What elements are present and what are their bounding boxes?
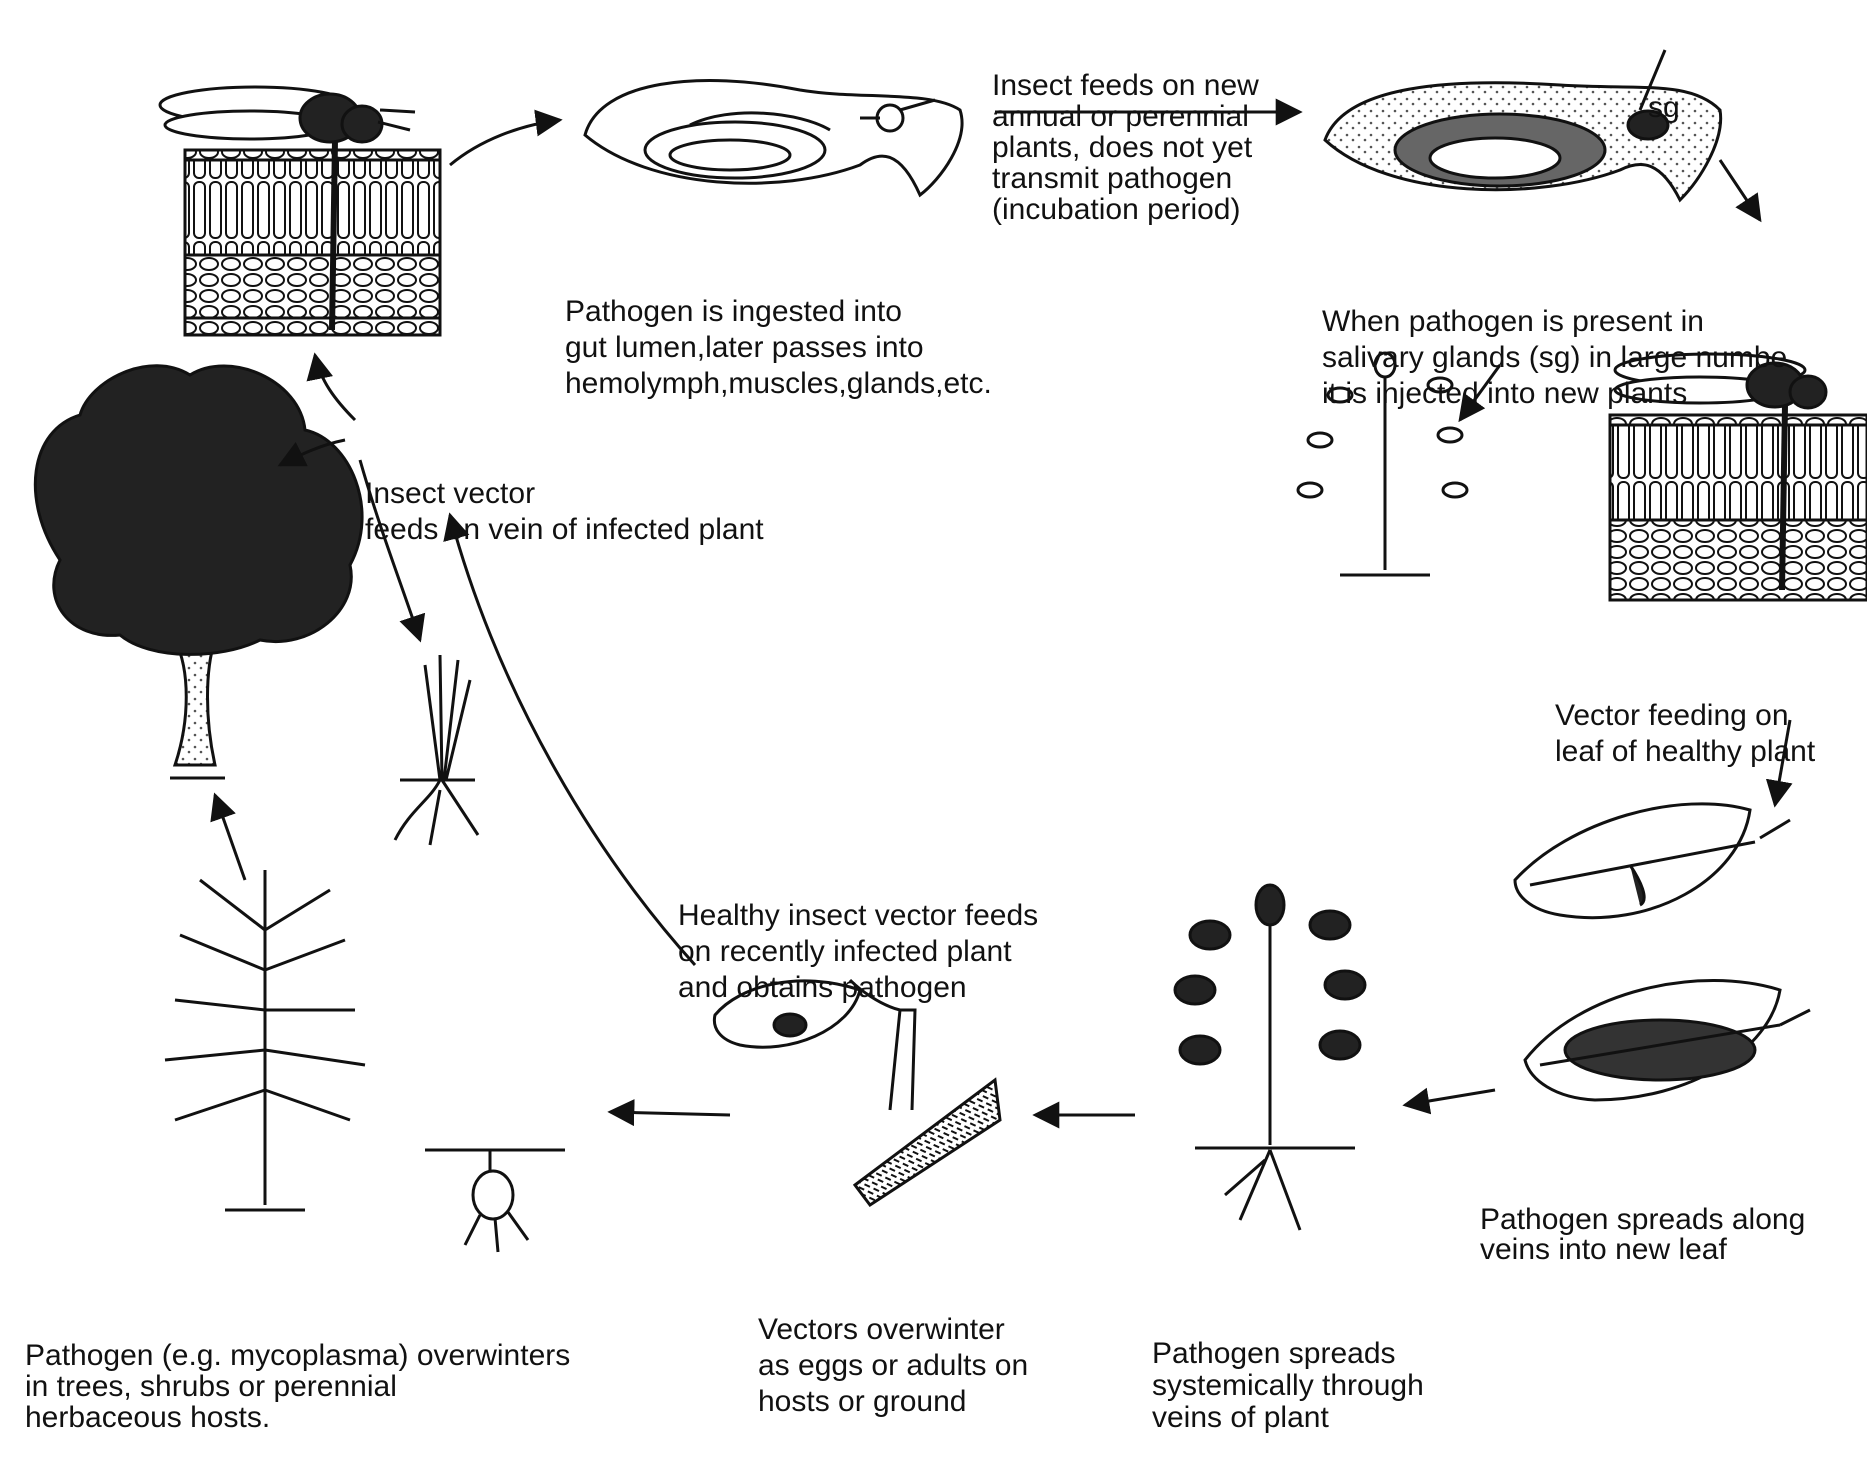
arrow-bare-to-tree xyxy=(215,795,245,880)
label-incubation: Insect feeds on newannual or perennialpl… xyxy=(992,8,1259,256)
leaf-local-infection xyxy=(1515,804,1790,918)
bare-tree xyxy=(165,870,365,1210)
insect-body-section-1 xyxy=(585,80,962,195)
leaf-section-infected xyxy=(185,140,440,335)
herbaceous-host xyxy=(395,655,478,845)
leaf-systemic-infection xyxy=(1525,981,1810,1100)
systemically-infected-plant xyxy=(1175,885,1365,1230)
label-healthy-insect: Healthy insect vector feedson recently i… xyxy=(678,826,1038,1042)
label-overwinter-vectors: Vectors overwinteras eggs or adults onho… xyxy=(758,1240,1028,1456)
label-overwinter-pathogen: Pathogen (e.g. mycoplasma) overwintersin… xyxy=(25,1278,570,1464)
label-salivary: When pathogen is present insalivary glan… xyxy=(1322,232,1787,448)
arrow-leaf-to-gut xyxy=(450,120,560,165)
label-spreads-systemic: Pathogen spreadssystemically throughvein… xyxy=(1152,1274,1424,1466)
label-spreads-leaf: Pathogen spreads alongveins into new lea… xyxy=(1480,1145,1805,1295)
arrow-gland-down xyxy=(1720,160,1760,220)
arrow-to-bare-tree xyxy=(610,1112,730,1115)
label-sg: sg xyxy=(1648,18,1680,162)
arrow-to-systemic-plant xyxy=(1405,1090,1495,1105)
infected-tree xyxy=(35,366,362,778)
label-vector-healthy: Vector feeding onleaf of healthy plant xyxy=(1555,626,1815,806)
insect-vector-top-left xyxy=(160,87,415,142)
label-vector-vein: Insect vectorfeeds on vein of infected p… xyxy=(365,404,764,584)
arrow-label-to-leaf xyxy=(315,355,355,420)
perennial-bulb xyxy=(425,1150,565,1252)
